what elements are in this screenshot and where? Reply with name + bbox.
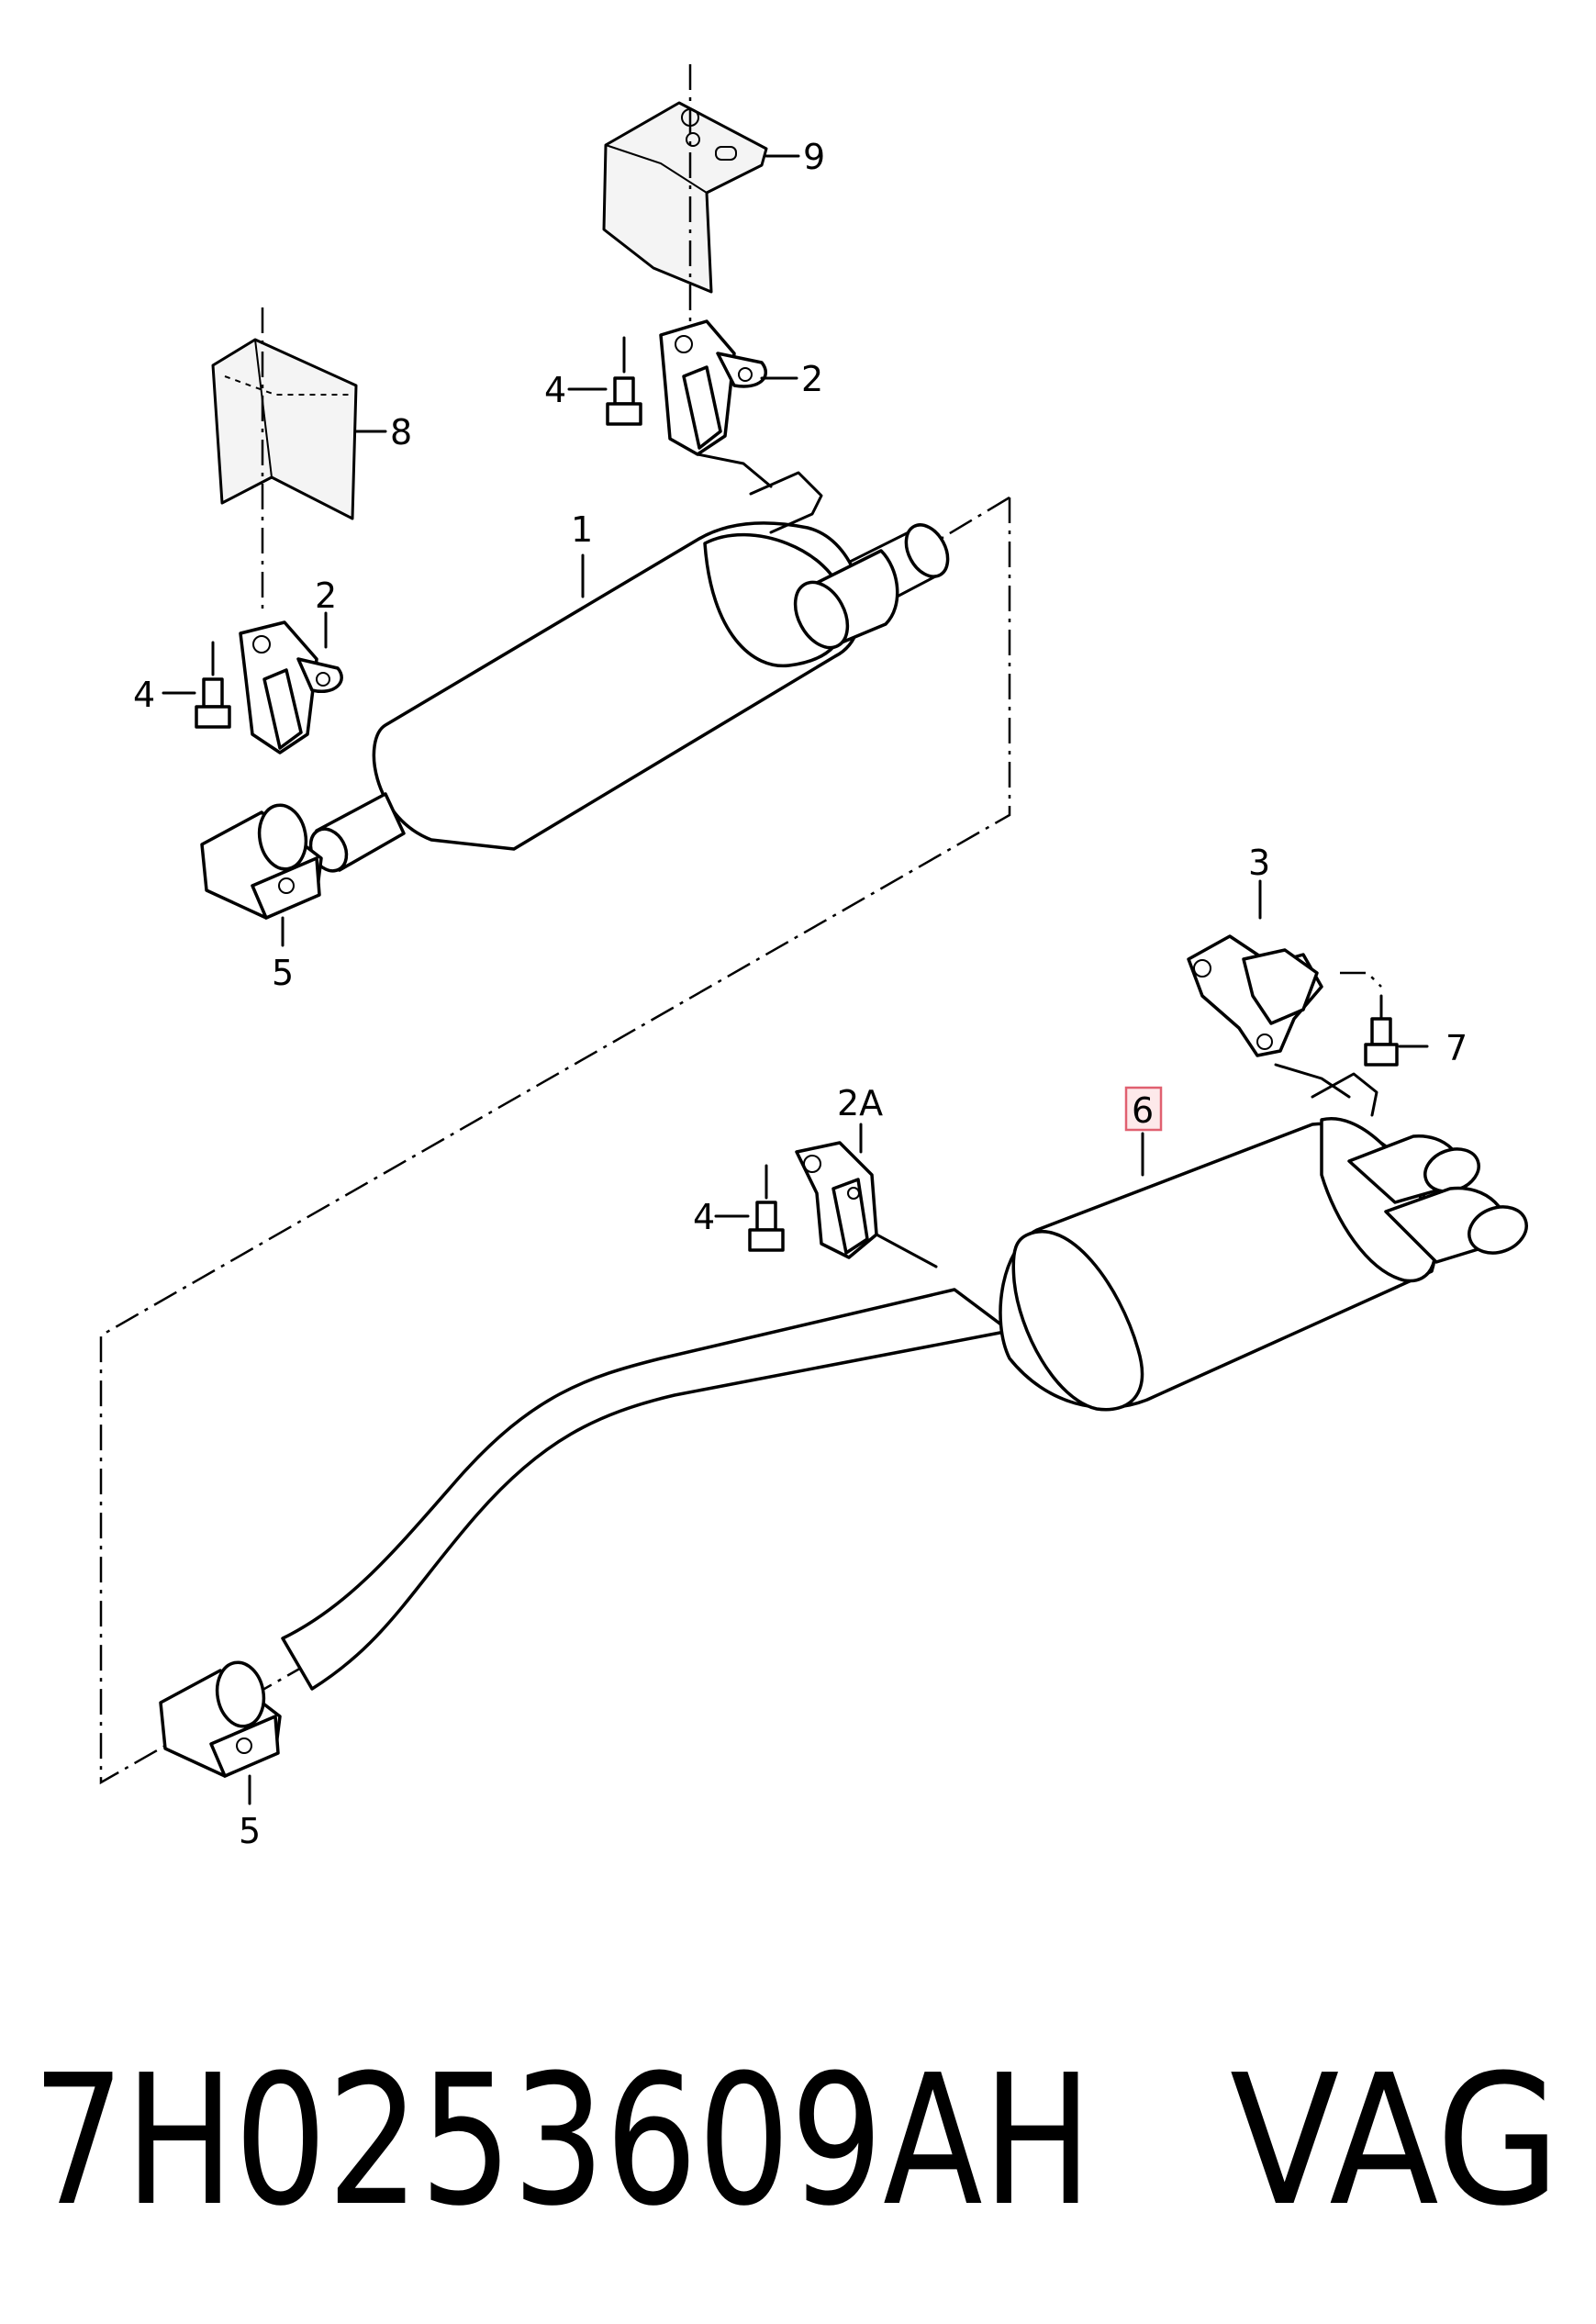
hanger-bracket-2A [714,1123,938,1268]
callout-1: 1 [571,509,593,550]
callout-2-top: 2 [801,359,823,399]
part-number: 7H0253609AH [32,2037,1092,2246]
rear-pipe-and-muffler [281,1063,1528,1691]
callout-4-top: 4 [544,370,566,410]
heat-shield-8 [211,307,387,615]
heat-shield-9 [602,64,800,321]
callout-5-bottom: 5 [239,1811,261,1851]
callout-4-left: 4 [133,675,155,715]
brand-name: VAG [1230,2037,1560,2246]
leader-lines [581,553,1144,1177]
callout-2-left: 2 [315,575,337,616]
hanger-bracket-left [162,611,343,754]
callout-6: 6 [1132,1090,1154,1131]
callout-labels: 9 2 4 8 1 2 4 5 3 7 2A 6 4 5 [133,137,1468,1851]
pipe-clamp-bottom [159,1660,282,1805]
callout-7: 7 [1445,1028,1468,1068]
hanger-bracket-3 [1187,879,1429,1067]
callout-3: 3 [1248,843,1270,883]
pipe-clamp-top [200,803,323,947]
hanger-bracket-top [567,319,798,456]
callout-6-highlight [1124,1086,1163,1132]
callout-8: 8 [390,412,412,453]
callout-2A: 2A [837,1083,883,1123]
callout-9: 9 [803,137,825,177]
assembly-outline [99,496,1011,1785]
front-muffler-1 [308,453,950,873]
callout-5-top: 5 [272,953,294,993]
callout-4-bottom: 4 [693,1197,715,1237]
